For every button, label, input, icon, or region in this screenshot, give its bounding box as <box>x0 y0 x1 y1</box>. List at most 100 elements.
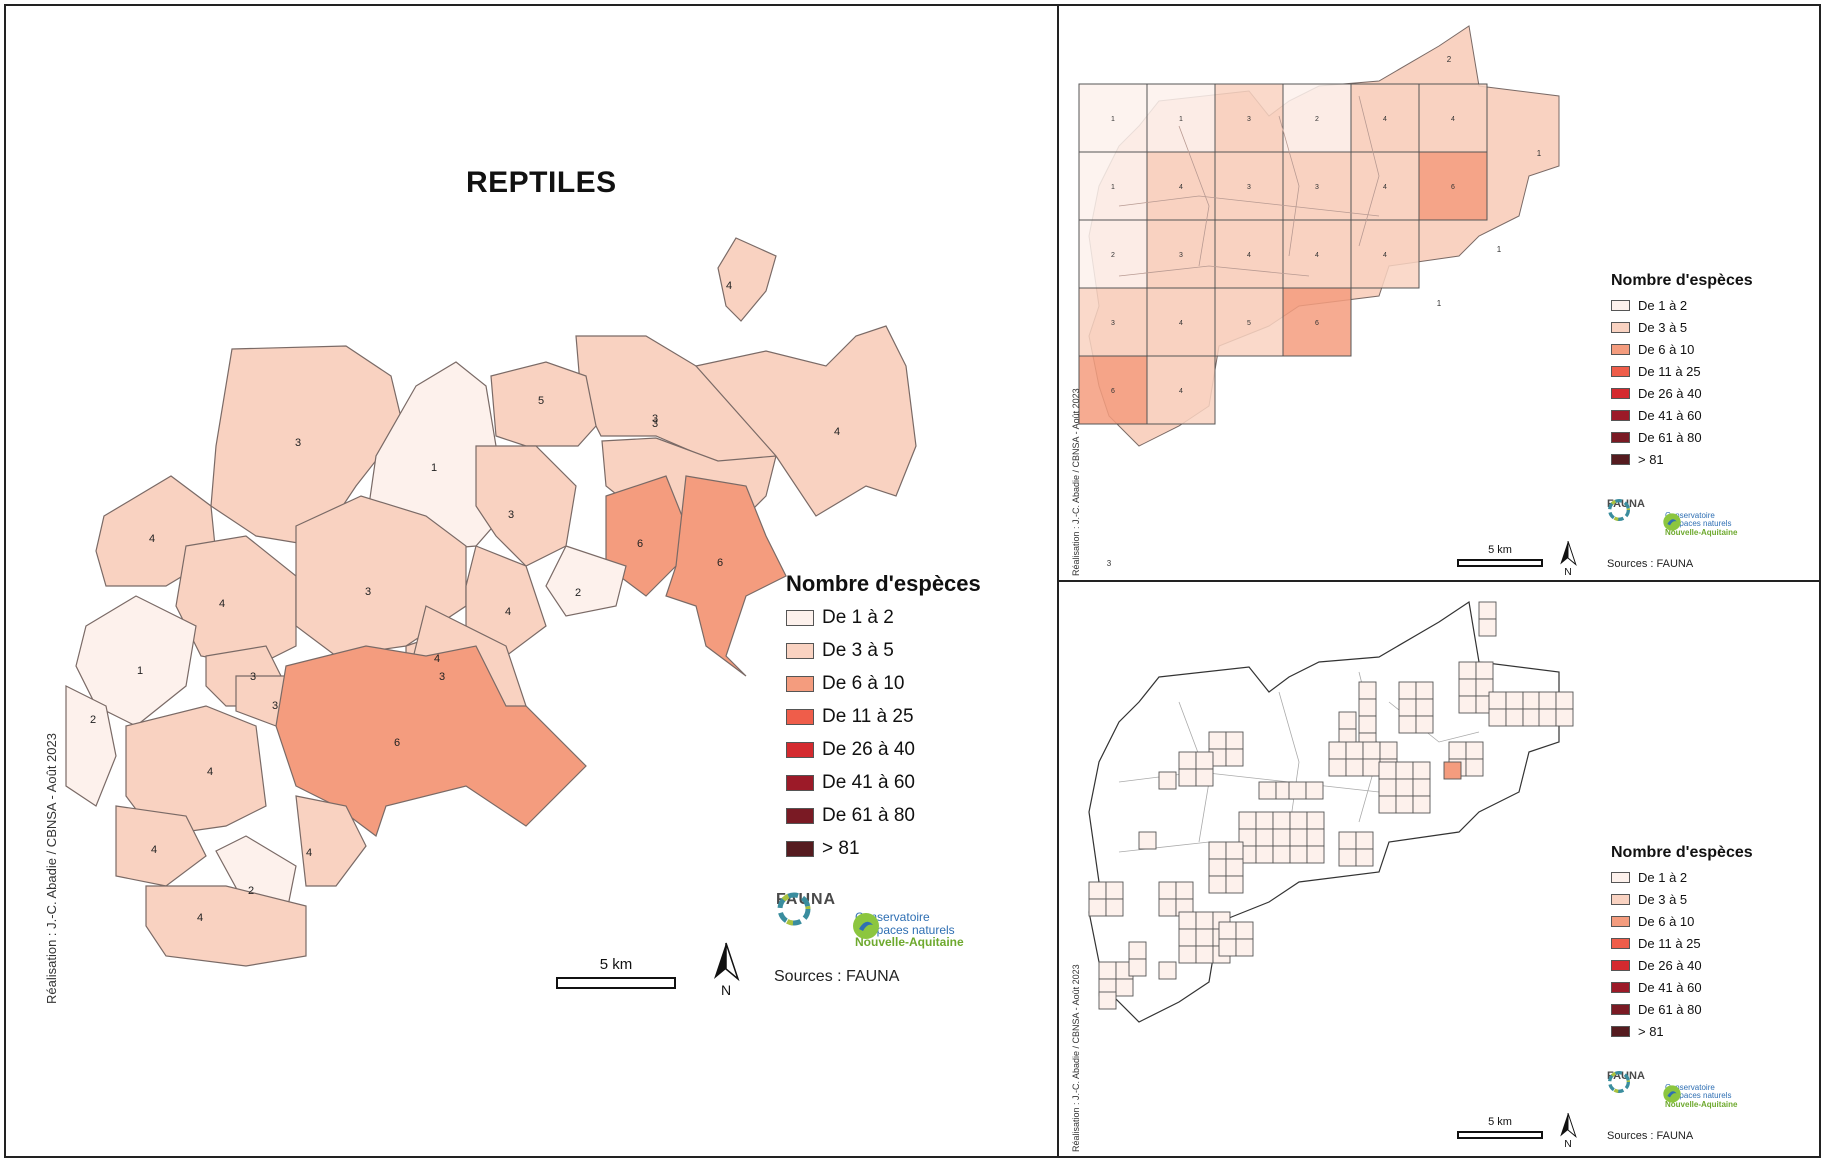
grid-cell-value-label: 6 <box>1451 184 1455 191</box>
commune-border <box>1178 125 1210 267</box>
grid-cell <box>1328 758 1347 777</box>
grid-cell <box>1350 219 1420 289</box>
commune-polygon <box>475 445 577 567</box>
legend-label: De 41 à 60 <box>822 772 915 793</box>
grid-cell <box>1088 898 1107 917</box>
grid-cell-value-label: 4 <box>1451 116 1455 123</box>
grid-cell-value-label: 4 <box>1179 388 1183 395</box>
grid-cell <box>1105 881 1124 900</box>
legend-label: De 6 à 10 <box>822 673 905 694</box>
commune-polygon <box>694 325 917 517</box>
grid-cell-value-label: 4 <box>1179 184 1183 191</box>
fauna-logo-coarse: FAUNA <box>1607 498 1645 521</box>
legend-label: De 11 à 25 <box>822 706 914 727</box>
commune-polygon <box>545 545 627 617</box>
grid-cell <box>1178 768 1197 787</box>
legend-item: > 81 <box>786 838 981 860</box>
grid-cell <box>1288 781 1307 800</box>
grid-cell <box>1338 848 1357 867</box>
grid-cell <box>1355 848 1374 867</box>
legend-item: De 3 à 5 <box>786 640 981 662</box>
grid-cell <box>1078 219 1148 289</box>
legend-label: De 41 à 60 <box>1638 408 1702 423</box>
outside-cell-value-label: 1 <box>1537 149 1542 158</box>
legend-item: De 6 à 10 <box>1611 342 1753 357</box>
grid-cell <box>1395 795 1414 814</box>
fine-grid-map-panel: Réalisation : J.-C. Abadie / CBNSA - Aoû… <box>1057 580 1821 1158</box>
grid-cell <box>1355 831 1374 850</box>
grid-cell <box>1282 287 1352 357</box>
fauna-logo-icon <box>777 892 811 926</box>
legend-item: De 1 à 2 <box>1611 298 1753 313</box>
grid-cell <box>1328 741 1347 760</box>
grid-cell <box>1338 831 1357 850</box>
grid-cell <box>1258 781 1277 800</box>
grid-cell <box>1158 961 1177 980</box>
legend-label: De 1 à 2 <box>1638 298 1688 313</box>
grid-cell-value-label: 1 <box>1179 116 1183 123</box>
grid-cell-value-label: 3 <box>1111 320 1115 327</box>
commune-polygon <box>125 705 267 837</box>
legend-item: De 6 à 10 <box>786 673 981 695</box>
legend-item: De 26 à 40 <box>1611 386 1753 401</box>
legend-label: De 6 à 10 <box>1638 914 1695 929</box>
grid-cell <box>1146 355 1216 425</box>
grid-cell <box>1225 875 1244 894</box>
grid-cell-value-label: 3 <box>1179 252 1183 259</box>
grid-cell <box>1415 715 1434 734</box>
legend-item: De 3 à 5 <box>1611 320 1753 335</box>
commune-value-label: 3 <box>508 509 514 521</box>
legend-item: De 41 à 60 <box>1611 408 1753 423</box>
commune-border <box>1358 95 1380 247</box>
grid-cell <box>1098 961 1117 980</box>
legend-swatch <box>1611 410 1630 421</box>
commune-value-label: 4 <box>149 533 155 545</box>
grid-cell <box>1345 758 1364 777</box>
commune-value-label: 4 <box>207 766 213 778</box>
legend-label: De 1 à 2 <box>1638 870 1688 885</box>
grid-cell <box>1478 601 1497 620</box>
grid-cell-value-label: 3 <box>1247 116 1251 123</box>
grid-cell <box>1306 828 1325 847</box>
commune-value-label: 3 <box>272 700 278 712</box>
legend-item: De 3 à 5 <box>1611 892 1753 907</box>
grid-cell-value-label: 5 <box>1247 320 1251 327</box>
commune-value-label: 1 <box>137 665 143 677</box>
commune-value-label: 4 <box>434 653 440 665</box>
legend-swatch <box>1611 344 1630 355</box>
grid-cell <box>1488 691 1507 710</box>
commune-value-label: 2 <box>90 714 96 726</box>
grid-cell <box>1078 151 1148 221</box>
commune-border <box>1118 195 1380 217</box>
grid-cell <box>1488 708 1507 727</box>
grid-cell <box>1443 761 1462 780</box>
commune-value-label: 2 <box>248 885 254 897</box>
grid-cell <box>1418 83 1488 153</box>
legend-label: De 26 à 40 <box>822 739 915 760</box>
grid-cell <box>1448 741 1467 760</box>
grid-cell <box>1289 845 1308 864</box>
legend-swatch <box>786 676 814 692</box>
commune-border <box>1278 115 1300 257</box>
outside-cell-value-label: 1 <box>1497 245 1502 254</box>
grid-cell <box>1078 83 1148 153</box>
legend-label: De 11 à 25 <box>1638 936 1701 951</box>
legend-item: De 41 à 60 <box>786 772 981 794</box>
credit-text-fine: Réalisation : J.-C. Abadie / CBNSA - Aoû… <box>1071 964 1081 1152</box>
commune-value-label: 1 <box>431 462 437 474</box>
legend-swatch <box>1611 938 1630 949</box>
grid-cell <box>1238 811 1257 830</box>
grid-cell <box>1458 678 1477 697</box>
legend-item: > 81 <box>1611 1024 1753 1039</box>
commune-polygon <box>490 361 597 447</box>
commune-value-label: 4 <box>505 606 511 618</box>
grid-cell <box>1214 219 1284 289</box>
scale-label-coarse: 5 km <box>1488 544 1512 556</box>
commune-polygon <box>65 685 117 807</box>
scale-bar-coarse: 5 km <box>1457 544 1543 567</box>
legend-label: De 61 à 80 <box>1638 1002 1702 1017</box>
grid-cell <box>1214 287 1284 357</box>
